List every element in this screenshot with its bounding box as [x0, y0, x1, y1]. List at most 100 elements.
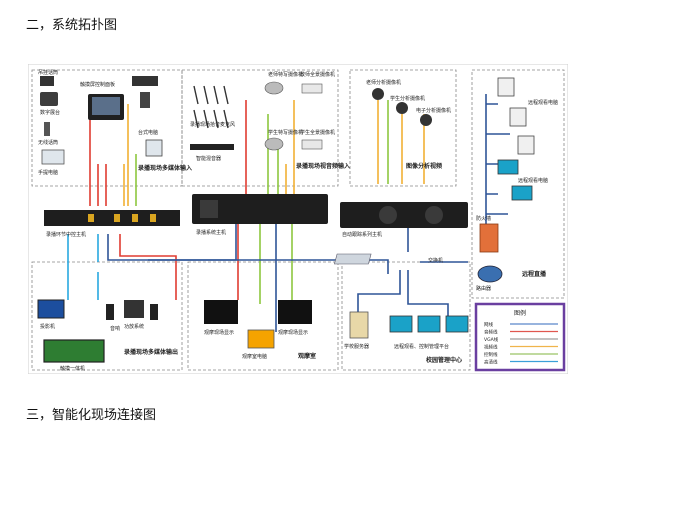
device-cluster-observation: 观摩现场显示 观摩现场显示 观摩室电脑 观摩室: [204, 300, 316, 360]
remote-pc2-device: [511, 185, 533, 201]
label-switch: 交换机: [428, 257, 443, 264]
group-label-observation: 观摩室: [298, 352, 316, 360]
section-heading-topology: 二，系统拓扑图: [26, 18, 118, 33]
firewall-device: [479, 223, 499, 253]
legend-item-label: 视频线: [484, 344, 498, 351]
ceiling-mic2-device: [132, 76, 158, 86]
label-projector: 投影机: [40, 323, 55, 330]
projector-screen-device: [37, 299, 65, 319]
obs-monitor1-device: [204, 300, 238, 324]
label-analysis-cam3: 电子分析摄像机: [416, 107, 451, 114]
legend-item-label: 控制线: [484, 351, 498, 358]
desktop-pc-device: [145, 139, 163, 157]
device-cluster-campus: 学校服务器 远程观看、控制管理平台 校园管理中心: [344, 311, 469, 364]
group-label-media-output: 录播现场多媒体输出: [124, 348, 178, 356]
group-label-campus: 校园管理中心: [426, 356, 462, 364]
router-device: [477, 265, 503, 283]
tracking-host-fan2: [425, 206, 443, 224]
label-speakers: 音响: [110, 325, 120, 332]
label-tracking-host: 自动跟踪系列主机: [342, 231, 382, 238]
label-wireless-mic: 无线话筒: [38, 139, 58, 146]
label-doc-camera: 数字展台: [40, 109, 60, 116]
label-recording-host: 录播系统主机: [196, 229, 226, 236]
label-desktop-pc: 台式电脑: [138, 129, 158, 136]
device-cluster-hosts: 录播环节中控主机 录播系统主机 自动跟踪系列主机 交换机: [44, 194, 468, 265]
label-student-cam: 学生特写摄像机: [268, 129, 303, 136]
legend-item-label: 网线: [484, 321, 493, 328]
analysis-cam3-device: [420, 114, 432, 126]
doc-camera-device: [40, 92, 58, 106]
handheld-mic-device: [140, 92, 150, 108]
group-label-av-input: 录播现场视音频输入: [296, 162, 350, 170]
legend-item-label: 音频线: [484, 329, 498, 336]
legend-item-label: VGA线: [484, 336, 499, 343]
analysis-cam2-device: [396, 102, 408, 114]
group-label-image-analysis: 图像分析视频: [406, 162, 442, 170]
speaker-right-device: [150, 304, 158, 320]
legend-title: 图例: [514, 309, 526, 317]
amplifier-device: [124, 300, 144, 318]
speaker-left-device: [106, 304, 114, 320]
obs-monitor2-device: [278, 300, 312, 324]
label-obs-pc: 观摩室电脑: [242, 353, 267, 360]
group-label-media-input: 录播现场多媒体输入: [138, 164, 192, 172]
campus-pc3-device: [445, 315, 469, 333]
audio-line-speakers: [119, 234, 177, 300]
label-amplifier: 功放系统: [124, 323, 144, 330]
label-student-pano: 学生全景摄像机: [300, 129, 335, 136]
label-campus-view: 远程观看、控制管理平台: [394, 343, 449, 350]
student-pano-device: [301, 139, 323, 150]
device-cluster-av-input: 录播现场拾音麦克风 智能混音器 老师特写摄像机 教师全景摄像机 学生特写摄像机 …: [190, 71, 350, 170]
touch-panel-screen: [92, 97, 120, 115]
recording-host-device: [192, 194, 328, 224]
remote-server1-device: [497, 77, 515, 97]
device-cluster-media-input: 吊挂话筒 数字展台 无线话筒 手提电脑 触摸屏控制面板 台式电脑 录播现场多媒体…: [38, 69, 192, 176]
device-cluster-analysis: 老师分析摄像机 学生分析摄像机 电子分析摄像机 图像分析视频: [366, 79, 451, 170]
matrix-host-device: [44, 210, 180, 226]
section-heading-connection: 三，智能化现场连接图: [26, 408, 157, 423]
tracking-host-device: [340, 202, 468, 228]
label-mixer: 智能混音器: [196, 155, 221, 162]
label-laptop: 手提电脑: [38, 169, 58, 176]
label-school-server: 学校服务器: [344, 343, 369, 350]
label-touch-panel: 触摸屏控制面板: [80, 81, 115, 88]
wireless-mic-device: [44, 122, 50, 136]
analysis-cam1-device: [372, 88, 384, 100]
remote-server2-device: [509, 107, 527, 127]
laptop-device: [41, 149, 65, 165]
label-router: 路由器: [476, 285, 491, 292]
whiteboard-device: [43, 339, 105, 363]
tracking-host-fan1: [379, 206, 397, 224]
device-cluster-media-output: 投影机 音响 功放系统 触摸一体机 录播现场多媒体输出: [37, 299, 178, 372]
label-remote-pc2: 远程观看电脑: [518, 177, 548, 184]
campus-pc2-device: [417, 315, 441, 333]
recording-host-fan: [200, 200, 218, 218]
legend-item-label: 高清线: [484, 359, 498, 366]
school-server-device: [349, 311, 369, 339]
student-cam-device: [264, 137, 284, 151]
group-box-media-output: [31, 261, 183, 371]
group-box-image-analysis: [349, 69, 457, 187]
group-label-remote-live: 远程直播: [522, 270, 547, 278]
group-box-campus-mgmt: [341, 261, 471, 371]
teacher-cam-device: [264, 81, 284, 95]
label-obs-monitor1: 观摩现场显示: [204, 329, 234, 336]
ceiling-mic-device: [40, 76, 54, 86]
network-server: [357, 270, 401, 314]
network-campus: [407, 270, 449, 316]
remote-server3-device: [517, 135, 535, 155]
group-box-av-input: [181, 69, 339, 187]
campus-pc1-device: [389, 315, 413, 333]
legend-frame: [474, 302, 566, 372]
device-cluster-remote: 远程观看电脑 远程观看电脑 防火墙 路由器 远程直播: [476, 77, 558, 292]
label-analysis-cam2: 学生分析摄像机: [390, 95, 425, 102]
label-teacher-pano: 教师全景摄像机: [300, 71, 335, 78]
teacher-pano-device: [301, 83, 323, 94]
network-backbone: [148, 259, 389, 274]
label-teacher-cam: 老师特写摄像机: [268, 71, 303, 78]
remote-pc1-device: [497, 159, 519, 175]
mixer-device: [190, 144, 234, 150]
label-obs-monitor2: 观摩现场显示: [278, 329, 308, 336]
